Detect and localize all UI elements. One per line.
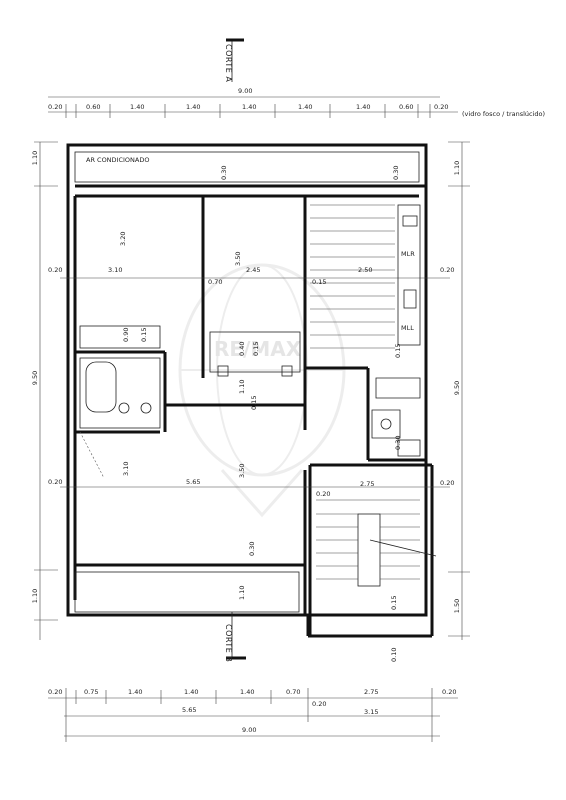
kitchen-area: MLR MLL (310, 204, 421, 349)
section-marker-b: CORTE B (224, 612, 246, 662)
dim-inner-d: 3.10 (108, 266, 122, 274)
dim-right-top: 1.10 (453, 161, 461, 175)
section-marker-a: CORTE A (224, 38, 244, 82)
dim-inner-j: 0.90 (122, 328, 130, 342)
dim-inner-aa: 0.10 (390, 648, 398, 662)
watermark-text: RE/MAX (214, 337, 302, 361)
dim-inner-f: 2.45 (246, 266, 260, 274)
dim-inner-t: 3.50 (238, 464, 246, 478)
dim-bottom-5: 1.40 (240, 688, 254, 696)
inner-dimensions: 3.20 3.10 0.70 2.45 3.50 2.50 0.15 0.90 … (108, 232, 402, 662)
mll-label: MLL (401, 324, 414, 332)
dim-left-bottom: 1.10 (31, 589, 39, 603)
balcony-bottom (74, 571, 300, 613)
dim-top-2: 0.60 (86, 103, 100, 111)
corte-a-label: CORTE A (224, 44, 233, 82)
dim-inner-y: 1.10 (238, 586, 246, 600)
dim-inner-u: 2.75 (360, 480, 374, 488)
dim-inner-n: 1.10 (238, 380, 246, 394)
dim-bottom-left-span: 5.65 (182, 706, 196, 714)
dim-bottom-7: 2.75 (364, 688, 378, 696)
dim-bottom-6: 0.70 (286, 688, 300, 696)
vidro-fosco-label: (vidro fosco / translúcido) (462, 110, 545, 118)
ar-condicionado-label: AR CONDICIONADO (86, 156, 149, 164)
dim-inner-x: 0.30 (248, 542, 256, 556)
bathroom (79, 357, 421, 479)
dim-inner-r: 3.10 (122, 462, 130, 476)
bottom-dimensions: 0.20 0.75 1.40 1.40 1.40 0.70 2.75 0.20 … (48, 688, 458, 742)
dim-inner-bb: 0.15 (394, 344, 402, 358)
dim-top-8: 0.20 (434, 103, 448, 111)
dim-inner-i: 0.15 (312, 278, 326, 286)
dim-left-top: 1.10 (31, 151, 39, 165)
outer-walls (66, 143, 434, 638)
dim-right-bottom: 1.50 (453, 599, 461, 613)
dim-inner-q: 0.30 (394, 436, 402, 450)
dim-left-r2: 0.20 (48, 478, 62, 486)
dim-inner-p: 0.15 (250, 396, 258, 410)
dim-left-mid: 9.50 (31, 371, 39, 385)
dim-top-total: 9.00 (238, 87, 252, 95)
mlr-label: MLR (401, 250, 415, 258)
dim-inner-m: 0.15 (140, 328, 148, 342)
dim-right-mid: 9.50 (453, 381, 461, 395)
dim-top-4: 1.40 (186, 103, 200, 111)
dim-right-r1: 0.20 (440, 266, 454, 274)
dim-inner-v: 0.20 (316, 490, 330, 498)
dim-bottom-4: 1.40 (184, 688, 198, 696)
dim-inner-o: 0.15 (252, 342, 260, 356)
dim-left-r1: 0.20 (48, 266, 62, 274)
dim-inner-z: 0.15 (390, 596, 398, 610)
dim-top-3: 1.40 (130, 103, 144, 111)
right-dimensions: 1.10 9.50 1.50 0.20 0.20 (440, 141, 470, 640)
dim-top-1: 0.20 (48, 103, 62, 111)
dim-top-7: 0.60 (399, 103, 413, 111)
dim-bottom-total: 9.00 (242, 726, 256, 734)
balcony-top: AR CONDICIONADO 0.30 0.30 (74, 151, 426, 188)
dim-inner-a: 0.30 (220, 166, 228, 180)
dim-top-6b: 1.40 (356, 103, 370, 111)
dim-inner-h: 2.50 (358, 266, 372, 274)
dim-bottom-right-span: 3.15 (364, 708, 378, 716)
dim-inner-g: 3.50 (234, 252, 242, 266)
dim-right-r2: 0.20 (440, 479, 454, 487)
dim-top-6: 1.40 (298, 103, 312, 111)
dim-bottom-2: 0.75 (84, 688, 98, 696)
dim-bottom-9: 0.20 (312, 700, 326, 708)
left-dimensions: 1.10 9.50 1.10 0.20 0.20 (31, 141, 62, 640)
top-dimensions: 9.00 0.20 0.60 1.40 1.40 1.40 1.40 1.40 … (48, 87, 545, 118)
staircase (316, 499, 437, 587)
dim-inner-b: 0.30 (392, 166, 400, 180)
dim-inner-l: 0.40 (238, 342, 246, 356)
dim-inner-c: 3.20 (119, 232, 127, 246)
interior-walls (60, 194, 450, 636)
dim-inner-s: 5.65 (186, 478, 200, 486)
dim-bottom-8: 0.20 (442, 688, 456, 696)
dim-top-5: 1.40 (242, 103, 256, 111)
dim-bottom-1: 0.20 (48, 688, 62, 696)
dim-bottom-3: 1.40 (128, 688, 142, 696)
corte-b-label: CORTE B (224, 624, 233, 662)
dim-inner-e: 0.70 (208, 278, 222, 286)
watermark: RE/MAX (178, 263, 346, 518)
